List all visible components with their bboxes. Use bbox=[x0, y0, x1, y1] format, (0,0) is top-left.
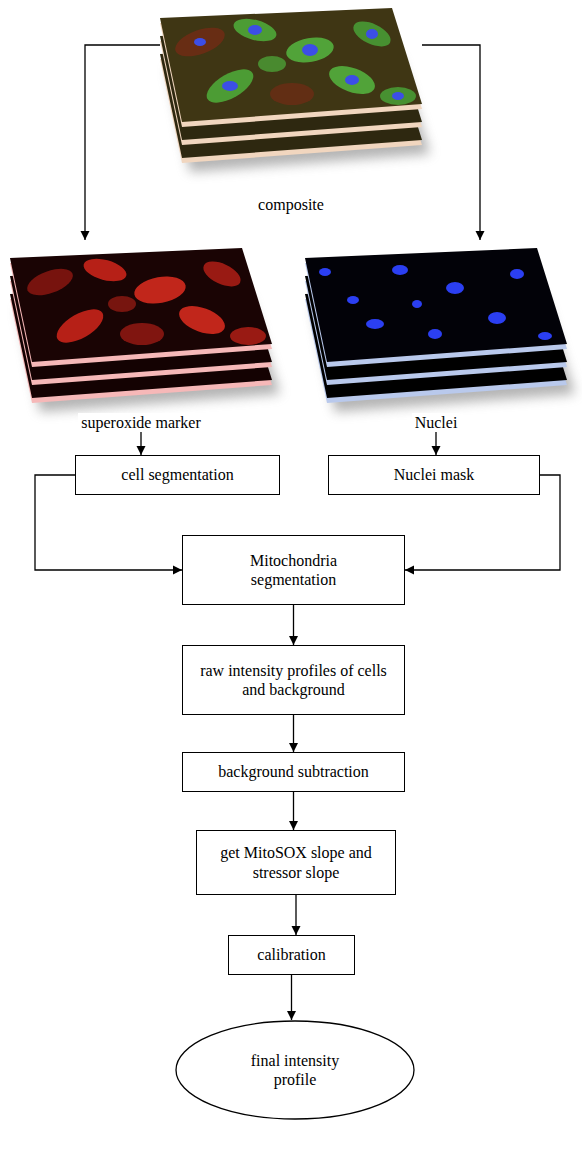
process-box: background subtraction bbox=[182, 752, 405, 792]
node-label: cell segmentation bbox=[121, 465, 233, 484]
ellipse-outline bbox=[175, 1020, 415, 1120]
superoxide-cells bbox=[24, 255, 266, 350]
flow-arrow bbox=[293, 605, 294, 645]
flow-arrow bbox=[435, 432, 436, 455]
superoxide-stack bbox=[10, 248, 280, 412]
flow-arrow bbox=[85, 45, 160, 240]
flow-arrow bbox=[291, 975, 292, 1020]
illustration-part bbox=[24, 263, 77, 300]
process-box: raw intensity profiles of cells and back… bbox=[182, 645, 405, 715]
node-label: Nuclei mask bbox=[394, 465, 474, 484]
process-box: Nuclei mask bbox=[328, 455, 540, 495]
node-label: background subtraction bbox=[218, 762, 369, 781]
flow-arrow bbox=[293, 792, 294, 830]
flow-arrow bbox=[140, 432, 141, 455]
illustration-part bbox=[201, 63, 258, 110]
illustration-part bbox=[175, 301, 228, 340]
node-label: Mitochondria segmentation bbox=[219, 551, 369, 589]
process-box: Mitochondria segmentation bbox=[182, 535, 405, 605]
process-box: calibration bbox=[228, 935, 355, 975]
illustration-part bbox=[302, 44, 318, 56]
illustration-part bbox=[230, 327, 266, 345]
image-stack: composite bbox=[160, 0, 422, 214]
illustration-part bbox=[10, 248, 272, 362]
illustration-part bbox=[231, 15, 279, 46]
node-label: final intensity profile bbox=[230, 1051, 360, 1089]
illustration-part bbox=[270, 83, 314, 105]
illustration-part bbox=[325, 61, 378, 100]
flow-arrow bbox=[422, 45, 480, 240]
image-caption: superoxide marker bbox=[78, 413, 204, 432]
illustration-part bbox=[347, 296, 359, 304]
illustration-part bbox=[132, 273, 188, 308]
illustration-part bbox=[81, 255, 129, 286]
illustration-part bbox=[319, 268, 331, 276]
illustration-part bbox=[350, 16, 395, 51]
illustration-part bbox=[284, 34, 335, 66]
node-label: raw intensity profiles of cells and back… bbox=[196, 661, 391, 699]
illustration-part bbox=[345, 75, 359, 85]
image-stack: Nuclei bbox=[305, 240, 567, 432]
node-label: get MitoSOX slope and stressor slope bbox=[216, 843, 376, 881]
node-label: calibration bbox=[257, 945, 325, 964]
illustration-part bbox=[222, 81, 238, 91]
flow-arrow bbox=[295, 895, 296, 935]
illustration-part bbox=[258, 56, 286, 72]
process-box: cell segmentation bbox=[75, 455, 280, 495]
illustration-part bbox=[248, 25, 262, 35]
illustration-part bbox=[412, 300, 422, 308]
illustration-part bbox=[380, 87, 416, 105]
illustration-part bbox=[194, 38, 206, 46]
illustration-part bbox=[538, 332, 552, 340]
flow-arrow bbox=[293, 715, 294, 752]
illustration-part bbox=[392, 92, 404, 100]
composite-cells bbox=[171, 15, 416, 110]
illustration-part bbox=[366, 319, 384, 329]
nuclei-stack bbox=[305, 248, 575, 412]
composite-stack bbox=[160, 8, 430, 172]
image-caption: Nuclei bbox=[412, 413, 461, 432]
illustration-part bbox=[120, 323, 164, 345]
nuclei-dots bbox=[319, 265, 552, 340]
illustration-part bbox=[510, 269, 524, 279]
illustration-part bbox=[51, 303, 108, 350]
illustration-part bbox=[108, 296, 136, 312]
illustration-part bbox=[428, 329, 442, 339]
image-stack: superoxide marker bbox=[10, 240, 272, 432]
illustration-part bbox=[200, 256, 245, 291]
terminal-ellipse: final intensity profile bbox=[175, 1020, 415, 1120]
process-box: get MitoSOX slope and stressor slope bbox=[196, 830, 396, 895]
illustration-part bbox=[366, 29, 378, 39]
illustration-part bbox=[171, 22, 228, 62]
illustration-part bbox=[160, 8, 422, 122]
illustration-part bbox=[305, 248, 567, 362]
illustration-part bbox=[446, 282, 464, 294]
illustration-part bbox=[488, 312, 506, 324]
illustration-part bbox=[392, 265, 408, 275]
image-caption: composite bbox=[255, 195, 327, 214]
ellipse-shape bbox=[176, 1021, 414, 1119]
